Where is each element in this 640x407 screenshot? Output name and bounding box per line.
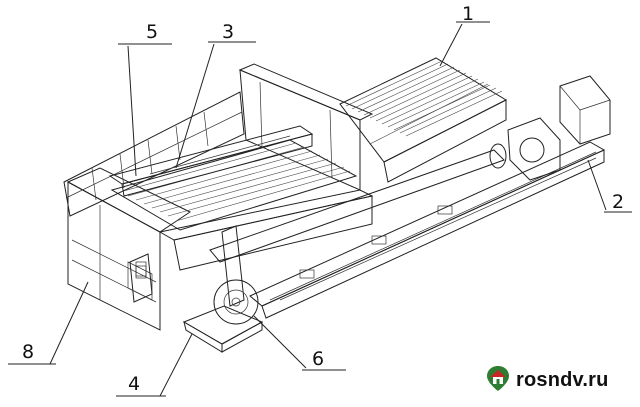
callout-2: 2 [587, 159, 632, 213]
watermark-text[interactable]: rosndv.ru [516, 369, 609, 391]
callout-label-8: 8 [22, 341, 34, 363]
callout-3: 3 [175, 21, 256, 169]
exchange-table [339, 57, 508, 183]
callout-label-3: 3 [222, 21, 234, 43]
callout-label-4: 4 [128, 373, 140, 395]
callout-label-2: 2 [612, 191, 624, 213]
control-panel [129, 253, 153, 303]
callout-label-1: 1 [462, 3, 474, 25]
callout-8: 8 [8, 281, 89, 365]
callout-label-6: 6 [312, 348, 324, 370]
callout-6: 6 [253, 315, 346, 371]
callout-1: 1 [439, 3, 490, 67]
callout-label-5: 5 [146, 21, 158, 43]
tube-rail [209, 75, 611, 319]
machine-enclosure [63, 63, 374, 331]
callout-4: 4 [116, 333, 193, 397]
callout-5: 5 [118, 21, 172, 177]
gantry-beam [108, 125, 314, 197]
house-pin-icon [487, 366, 509, 391]
cutting-head [182, 225, 264, 353]
